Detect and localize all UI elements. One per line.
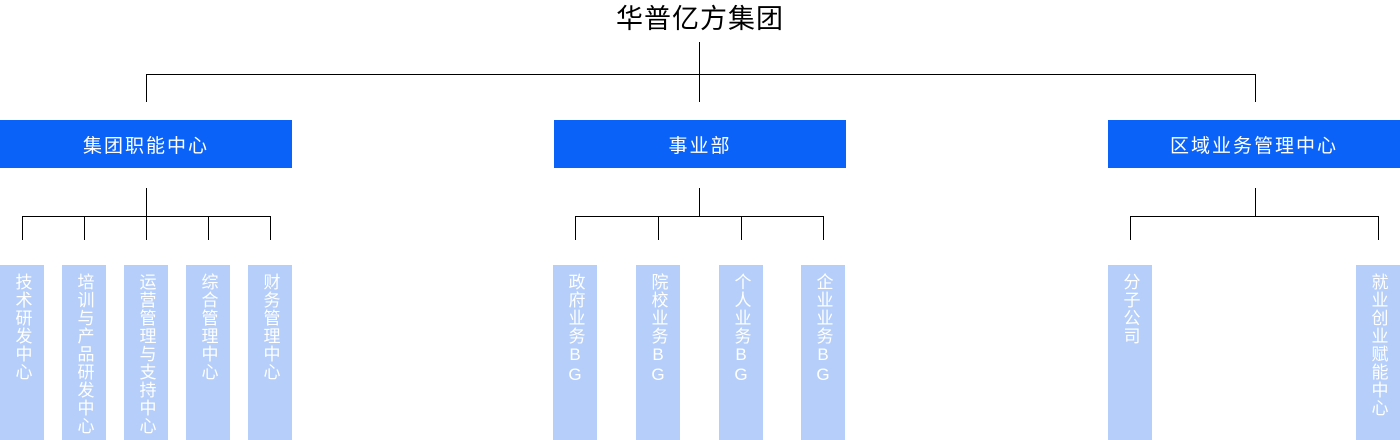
level2-label: 就业创业赋能中心 xyxy=(1368,273,1388,417)
level2-box-subsidiaries[interactable]: 分子公司 xyxy=(1108,265,1152,440)
connector-root-bus xyxy=(146,74,1255,75)
level2-label: 综合管理中心 xyxy=(198,273,218,381)
level2-label: 个人业务BG xyxy=(731,273,751,385)
connector-g3-drop-2 xyxy=(1378,216,1379,240)
level2-label: 培训与产品研发中心 xyxy=(74,273,94,435)
level2-label: 运营管理与支持中心 xyxy=(136,273,156,435)
connector-root-stem xyxy=(699,42,700,74)
level2-box-tech-rd[interactable]: 技术研发中心 xyxy=(0,265,44,440)
chart-title: 华普亿方集团 xyxy=(616,4,784,34)
level2-box-operations-support[interactable]: 运营管理与支持中心 xyxy=(124,265,168,440)
level1-box-regional-management[interactable]: 区域业务管理中心 xyxy=(1108,120,1400,168)
level2-box-employment-entrepreneurship[interactable]: 就业创业赋能中心 xyxy=(1356,265,1400,440)
level2-label: 分子公司 xyxy=(1120,273,1140,345)
connector-g2-drop-3 xyxy=(741,216,742,240)
connector-g1-stem xyxy=(146,188,147,216)
connector-g2-stem xyxy=(699,188,700,216)
connector-root-drop-1 xyxy=(146,74,147,102)
connector-root-drop-3 xyxy=(1255,74,1256,102)
connector-g2-drop-2 xyxy=(658,216,659,240)
level2-box-finance-management[interactable]: 财务管理中心 xyxy=(248,265,292,440)
connector-g2-drop-4 xyxy=(823,216,824,240)
level2-box-general-management[interactable]: 综合管理中心 xyxy=(186,265,230,440)
level2-label: 财务管理中心 xyxy=(260,273,280,381)
level2-label: 技术研发中心 xyxy=(12,273,32,381)
level2-label: 企业业务BG xyxy=(813,273,833,385)
level2-label: 政府业务BG xyxy=(565,273,585,385)
level2-box-government-bg[interactable]: 政府业务BG xyxy=(553,265,597,440)
level1-label: 集团职能中心 xyxy=(82,135,209,157)
connector-g3-stem xyxy=(1255,188,1256,216)
level2-box-training-product-rd[interactable]: 培训与产品研发中心 xyxy=(62,265,106,440)
connector-g2-drop-1 xyxy=(575,216,576,240)
connector-g3-bus xyxy=(1130,216,1379,217)
connector-g1-drop-4 xyxy=(208,216,209,240)
connector-g2-bus xyxy=(575,216,824,217)
level1-box-business-units[interactable]: 事业部 xyxy=(554,120,846,168)
connector-g1-drop-3 xyxy=(146,216,147,240)
level2-box-enterprise-bg[interactable]: 企业业务BG xyxy=(801,265,845,440)
level1-box-group-functions[interactable]: 集团职能中心 xyxy=(0,120,292,168)
connector-g1-drop-5 xyxy=(270,216,271,240)
level1-label: 区域业务管理中心 xyxy=(1169,135,1338,157)
connector-g1-drop-1 xyxy=(22,216,23,240)
connector-g1-drop-2 xyxy=(84,216,85,240)
connector-g3-drop-1 xyxy=(1130,216,1131,240)
level2-box-academic-bg[interactable]: 院校业务BG xyxy=(636,265,680,440)
connector-root-drop-2 xyxy=(699,74,700,102)
level1-label: 事业部 xyxy=(668,135,732,157)
level2-box-personal-bg[interactable]: 个人业务BG xyxy=(719,265,763,440)
level2-label: 院校业务BG xyxy=(648,273,668,385)
